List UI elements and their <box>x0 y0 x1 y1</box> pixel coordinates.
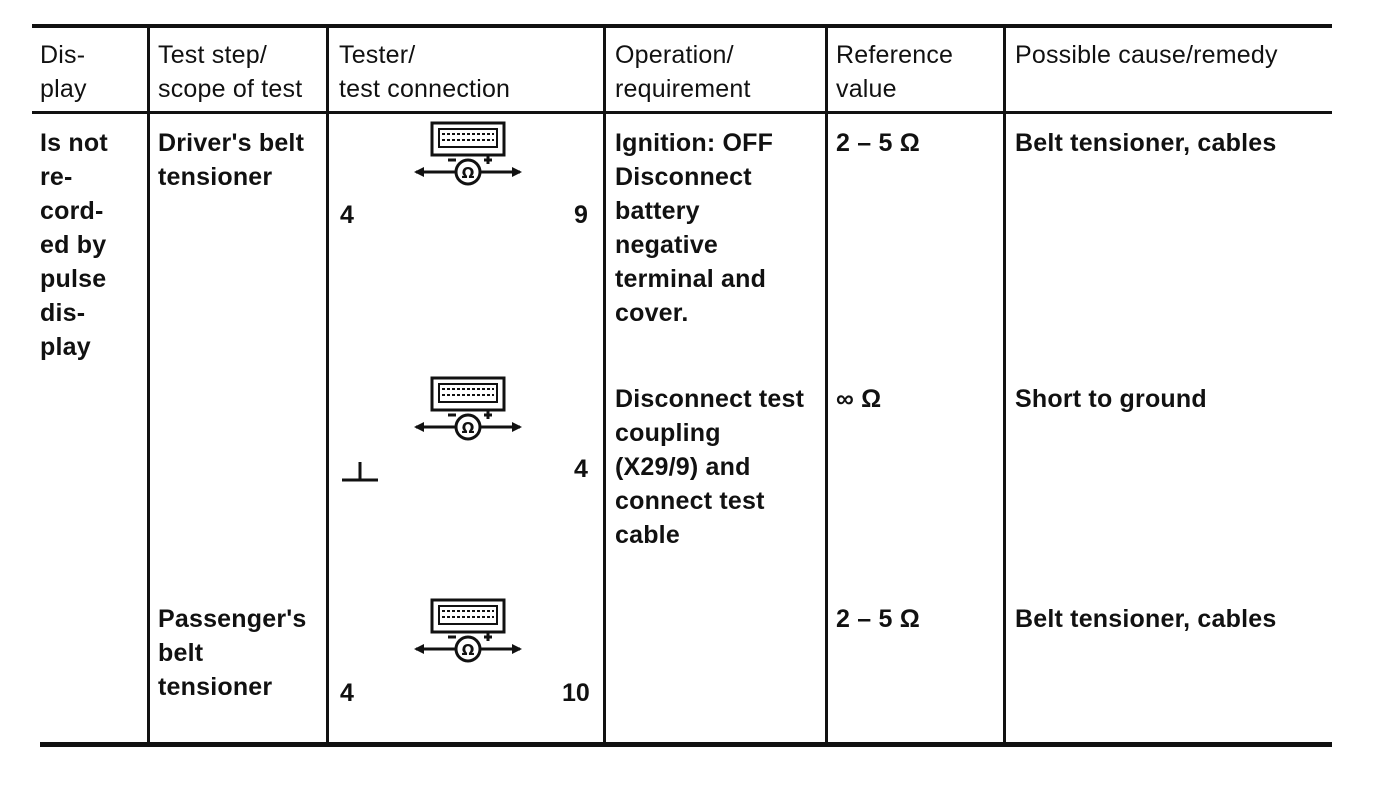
row2-pin-right: 4 <box>574 455 588 483</box>
svg-text:Ω: Ω <box>462 641 475 659</box>
svg-text:Ω: Ω <box>462 164 475 182</box>
table-top-rule <box>32 24 1332 28</box>
header-display: Dis- play <box>40 41 87 103</box>
row2-operation: Disconnect test coupling (X29/9) and con… <box>615 385 805 549</box>
column-divider-4 <box>825 26 828 746</box>
row3-pin-right: 10 <box>562 679 590 707</box>
row1-reference: 2 – 5 Ω <box>836 129 920 157</box>
row2-cause: Short to ground <box>1015 385 1207 413</box>
header-cause: Possible cause/remedy <box>1015 41 1278 69</box>
column-divider-3 <box>603 26 606 746</box>
header-bottom-rule <box>32 111 1332 114</box>
row1-pin-right: 9 <box>574 201 588 229</box>
row3-reference: 2 – 5 Ω <box>836 605 920 633</box>
svg-text:Ω: Ω <box>462 419 475 437</box>
row1-test-step: Driver's belt tensioner <box>158 129 305 191</box>
row3-pin-left: 4 <box>340 679 354 707</box>
display-note: Is not re- cord- ed by pulse dis- play <box>40 129 108 361</box>
row1-cause: Belt tensioner, cables <box>1015 129 1277 157</box>
ohmmeter-tester-icon: Ω <box>414 598 522 663</box>
header-operation: Operation/ requirement <box>615 41 751 103</box>
column-divider-1 <box>147 26 150 746</box>
row1-pin-left: 4 <box>340 201 354 229</box>
ohmmeter-tester-icon: Ω <box>414 376 522 441</box>
ohmmeter-tester-icon: Ω <box>414 121 522 186</box>
ground-symbol-icon <box>342 462 378 482</box>
column-divider-2 <box>326 26 329 746</box>
row3-cause: Belt tensioner, cables <box>1015 605 1277 633</box>
row3-test-step: Passenger's belt tensioner <box>158 605 307 701</box>
row1-operation: Ignition: OFF Disconnect battery negativ… <box>615 129 774 327</box>
header-reference: Reference value <box>836 41 954 103</box>
table-bottom-rule <box>40 742 1332 747</box>
row2-reference: ∞ Ω <box>836 385 882 413</box>
header-test-step: Test step/ scope of test <box>158 41 303 103</box>
header-tester: Tester/ test connection <box>339 41 511 103</box>
column-divider-5 <box>1003 26 1006 746</box>
